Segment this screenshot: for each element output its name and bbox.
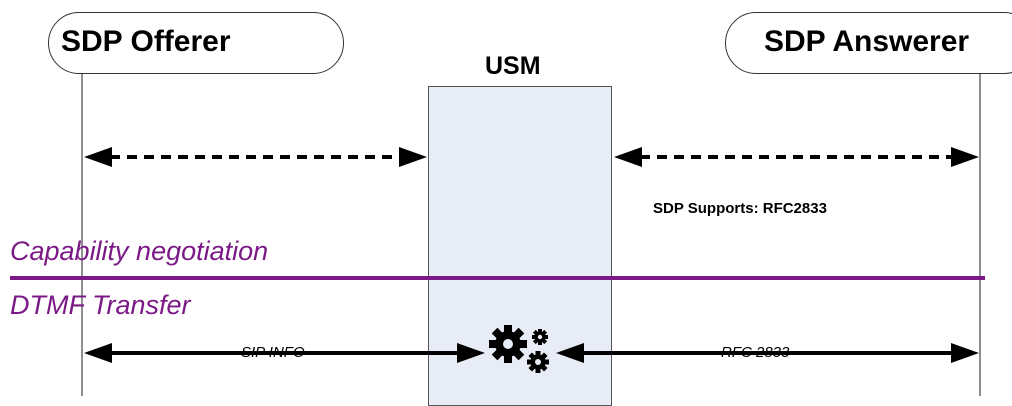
offerer-participant: SDP Offerer	[48, 12, 344, 74]
usm-title: USM	[485, 52, 541, 80]
usm-answerer-negotiation-arrow	[614, 147, 979, 167]
dtmf-transfer-label: DTMF Transfer	[10, 290, 191, 320]
sequence-diagram: SDP Offerer SDP Answerer USM	[10, 12, 1012, 406]
offerer-title: SDP Offerer	[61, 25, 231, 58]
capability-negotiation-label: Capability negotiation	[10, 236, 269, 266]
answerer-participant: SDP Answerer	[725, 12, 1012, 74]
rfc2833-label: RFC 2833	[721, 344, 790, 361]
sip-info-label: SIP INFO	[241, 344, 305, 361]
sip-info-arrow	[84, 343, 485, 363]
sdp-supports-note: SDP Supports: RFC2833	[653, 200, 827, 217]
gears-icon	[489, 325, 549, 373]
lifelines-layer	[81, 74, 981, 396]
answerer-title: SDP Answerer	[764, 25, 970, 58]
rfc2833-arrow	[556, 343, 979, 363]
arrows-layer	[10, 147, 985, 373]
offerer-usm-negotiation-arrow	[84, 147, 427, 167]
